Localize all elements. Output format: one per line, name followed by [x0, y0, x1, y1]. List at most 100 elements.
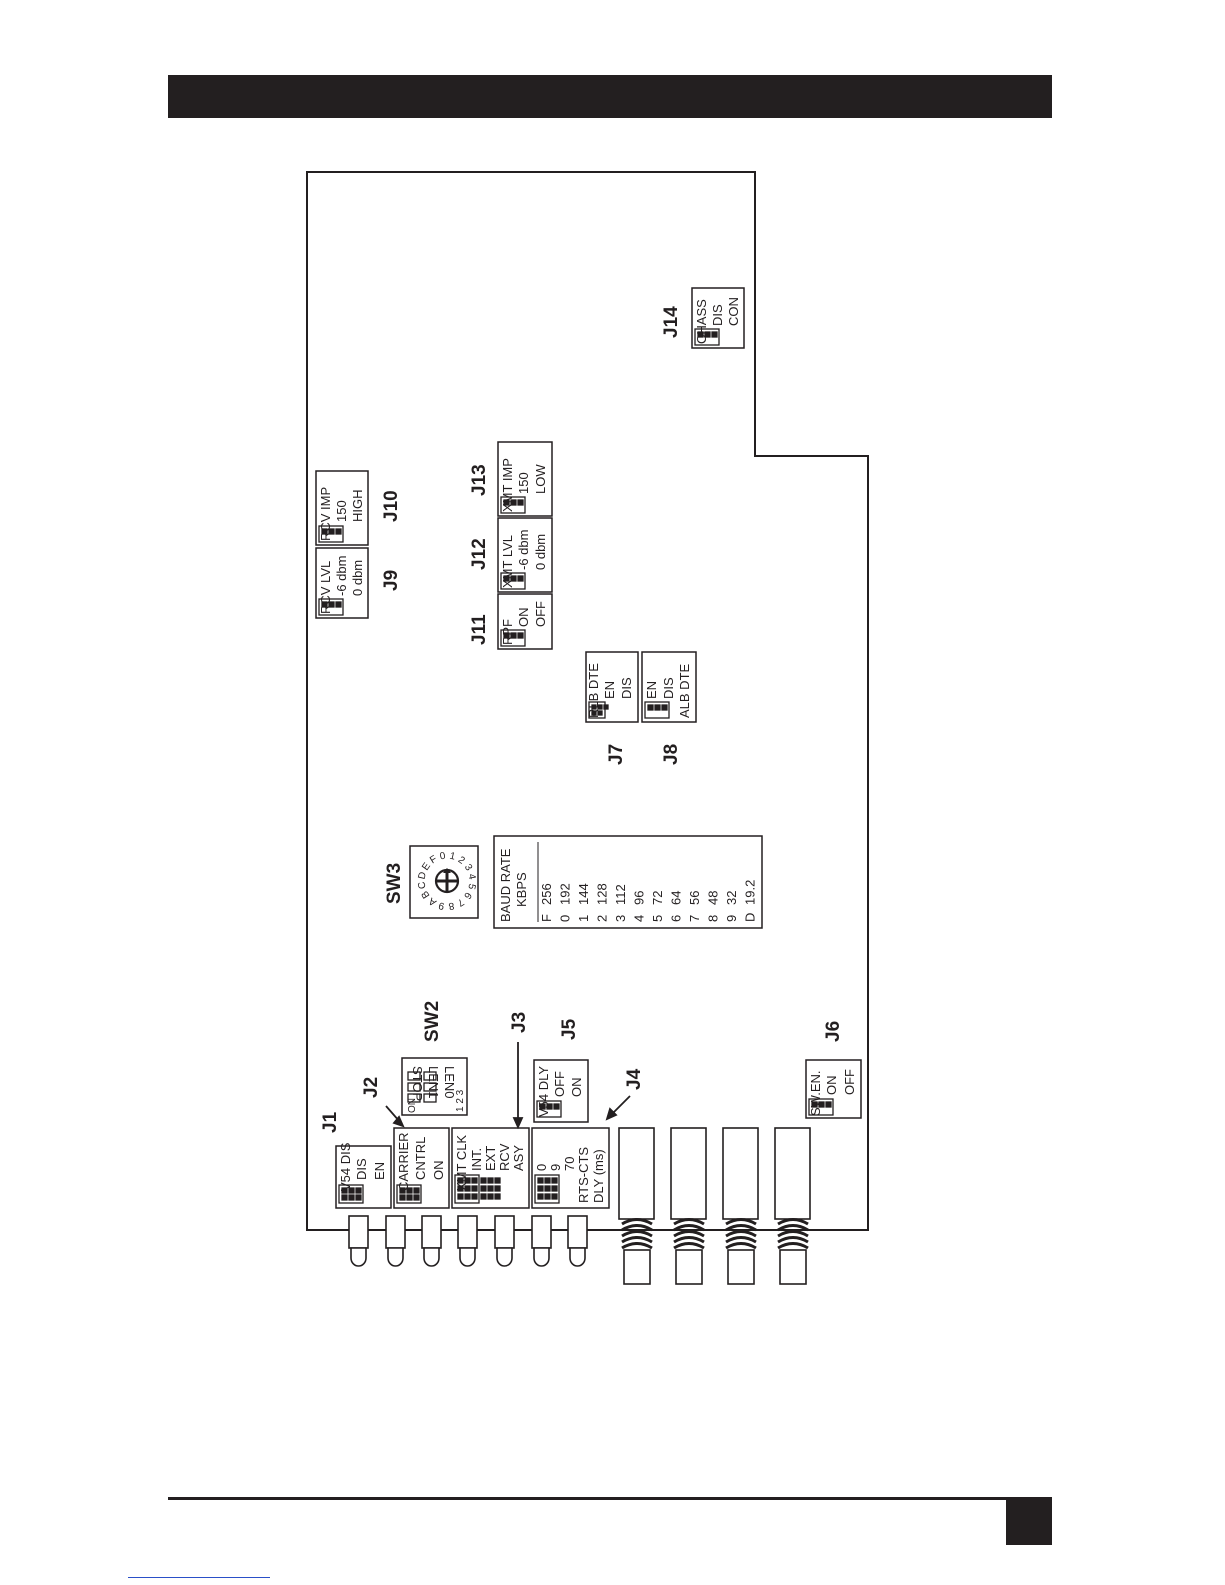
j2-line-3: ON: [431, 1161, 446, 1181]
led-5: [494, 1215, 515, 1267]
label-j13: J13: [469, 464, 490, 496]
j4-line-4: RTS-CTS: [576, 1147, 591, 1203]
led-1: [348, 1215, 369, 1267]
baud-row-code: 3: [613, 915, 628, 922]
sw3-dial-digit: F: [428, 854, 439, 867]
j10-line-1: RCV IMP: [318, 487, 333, 541]
j4-line-3: 70: [562, 1157, 577, 1171]
j10-line-3: HIGH: [350, 490, 365, 523]
j14-line-2: DIS: [710, 304, 725, 326]
j7-line-3: DIS: [619, 677, 634, 699]
sw3-dial-digit: 2: [456, 855, 467, 867]
j14-line-1: CHASS: [694, 299, 709, 344]
j4-line-5: DLY (ms): [591, 1149, 606, 1203]
j2-line-1: CARRIER: [396, 1132, 411, 1191]
j12-line-1: XMT LVL: [500, 535, 515, 588]
j13-box: [497, 441, 553, 517]
baud-row-rate: 64: [669, 891, 684, 905]
baud-table-text: BAUD RATE KBPS F256019211442128311249657…: [498, 848, 758, 922]
label-j1: J1: [320, 1111, 341, 1133]
baud-row-code: 1: [576, 915, 591, 922]
baud-row-code: F: [539, 914, 554, 922]
j9-line-1: RCV LVL: [318, 561, 333, 614]
jumper-text: V54 DIS DIS EN CARRIER CNTRL ON XMT CLK …: [318, 297, 857, 1203]
j12-pins: [500, 572, 526, 590]
page-number-box: [1006, 1500, 1052, 1545]
sw2-name-len1: LEN1: [426, 1066, 441, 1099]
led-2: [385, 1215, 406, 1267]
j2-line-2: CNTRL: [413, 1137, 428, 1180]
j12-line-3: 0 dbm: [533, 534, 548, 570]
baud-row-code: 2: [595, 915, 610, 922]
baud-row-code: 0: [558, 915, 573, 922]
baud-row-code: 6: [669, 915, 684, 922]
j6-line-2: ON: [824, 1076, 839, 1096]
j12-box: [497, 517, 553, 593]
j3-arrow: [512, 1042, 524, 1130]
j7-line-1: RLB DTE: [586, 663, 601, 718]
sw3-dial-digit: 4: [466, 873, 478, 881]
j1-box: [335, 1145, 392, 1209]
label-j14: J14: [661, 306, 682, 338]
sw2-name-len0: LEN0: [442, 1066, 457, 1099]
label-j12: J12: [469, 538, 490, 570]
baud-row-code: D: [743, 913, 758, 922]
sw3-dial-digit: 9: [437, 899, 445, 911]
j10-pins: [318, 525, 344, 543]
j9-line-3: 0 dbm: [350, 560, 365, 596]
baud-row-code: 7: [687, 915, 702, 922]
j13-line-2: 150: [516, 472, 531, 494]
bnc-connectors: [618, 1127, 811, 1285]
j1-line-3: EN: [372, 1162, 387, 1180]
j10-line-2: 150: [334, 500, 349, 522]
j8-box: [641, 651, 697, 723]
footer-rule: [168, 1497, 1052, 1500]
sw3-dial-digit: 5: [465, 882, 477, 890]
j4-pins: [534, 1174, 560, 1204]
baud-row-rate: 128: [595, 883, 610, 905]
led-3: [421, 1215, 442, 1267]
sw3-dial-digit: 6: [461, 890, 473, 901]
sw3-dial-digit: C: [416, 881, 428, 890]
sw3-dial-digit: 1: [448, 851, 456, 863]
j9-pins: [318, 598, 344, 616]
sw2-positions: 1 2 3: [455, 1089, 466, 1112]
j7-line-2: EN: [602, 681, 617, 699]
j3-line-5: ASY: [511, 1145, 526, 1171]
j7-pins: [588, 701, 609, 719]
j13-line-3: LOW: [533, 464, 548, 494]
label-sw3: SW3: [384, 863, 405, 904]
baud-row-rate: 32: [724, 891, 739, 905]
baud-row-rate: 256: [539, 883, 554, 905]
j3-line-1: XMT CLK: [454, 1135, 469, 1191]
j4-box: [531, 1127, 610, 1209]
j5-box: [533, 1059, 589, 1123]
j6-line-3: OFF: [842, 1069, 857, 1095]
j2-arrow: [385, 1105, 405, 1128]
bnc-1: [618, 1127, 655, 1285]
baud-row-rate: 56: [687, 891, 702, 905]
label-j9: J9: [381, 570, 402, 591]
j3-line-4: RCV: [497, 1143, 512, 1171]
sw2-text: ON LEN0 LEN1 STOP 1 2 3: [407, 1066, 466, 1113]
baud-row-code: 8: [706, 915, 721, 922]
j5-pins: [536, 1100, 562, 1118]
j1-pins: [338, 1184, 364, 1204]
j6-line-1: SW.EN.: [808, 1070, 823, 1116]
led-7: [567, 1215, 588, 1267]
j6-box: [805, 1059, 862, 1119]
j7-box: [585, 651, 639, 723]
j2-box: [393, 1127, 450, 1209]
baud-row-rate: 112: [613, 884, 628, 905]
baud-row-code: 5: [650, 915, 665, 922]
j1-line-2: DIS: [354, 1158, 369, 1180]
j12-line-2: -6 dbm: [516, 530, 531, 570]
j5-line-3: ON: [569, 1078, 584, 1098]
j8-line-1: EN: [644, 681, 659, 699]
label-j3: J3: [509, 1012, 530, 1033]
j14-pins: [694, 328, 720, 346]
j9-line-2: -6 dbm: [334, 556, 349, 596]
label-sw2: SW2: [422, 1001, 443, 1042]
baud-row-rate: 19.2: [743, 880, 758, 905]
label-j10: J10: [381, 490, 402, 522]
